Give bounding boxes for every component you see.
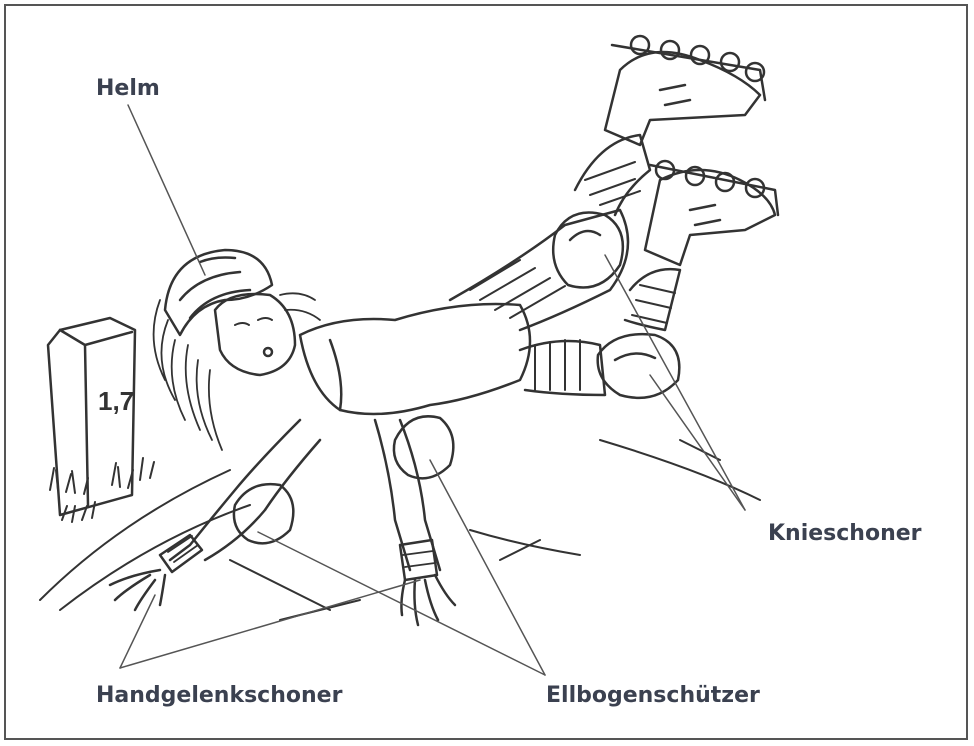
leader-wrist-right (120, 580, 420, 668)
leader-knee-lower (650, 375, 745, 510)
leader-elbow-right (430, 460, 545, 675)
knee-pad-upper (553, 213, 623, 288)
inline-skate-bottom (645, 161, 778, 265)
label-helmet: Helm (96, 76, 160, 101)
grass (50, 458, 154, 522)
torso (300, 304, 530, 414)
marker-post: 1,7 (48, 318, 135, 515)
lower-leg-upper (575, 135, 650, 215)
knee-pad-lower (598, 334, 680, 398)
right-arm (375, 420, 440, 570)
helmet (165, 250, 272, 335)
hand-left (110, 570, 165, 610)
upper-leg (450, 210, 628, 330)
label-elbow-pads: Ellbogenschützer (546, 683, 760, 708)
inline-skate-top (605, 36, 765, 145)
label-wrist-guards: Handgelenkschoner (96, 683, 342, 708)
label-knee-pads: Knieschoner (768, 521, 922, 546)
face (215, 294, 295, 375)
leader-helmet (128, 105, 205, 275)
leader-lines (120, 105, 745, 675)
marker-post-number: 1,7 (98, 386, 134, 416)
wrist-guard-right (400, 540, 437, 580)
